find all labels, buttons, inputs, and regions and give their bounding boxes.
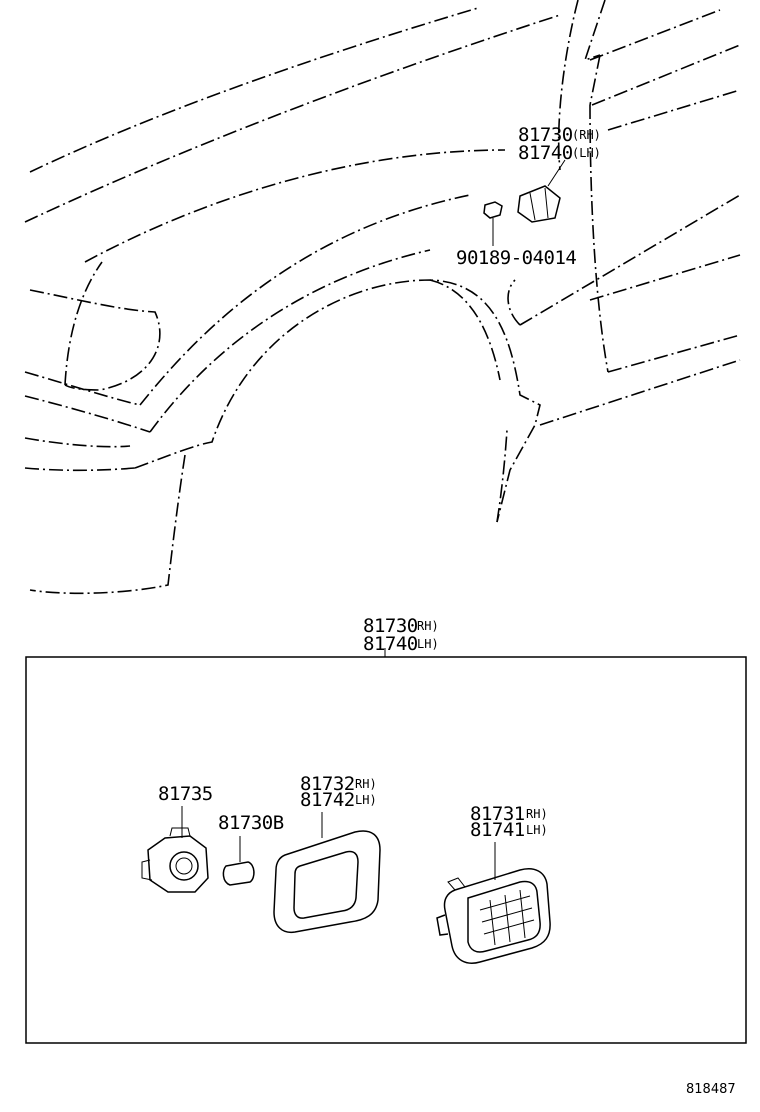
lens-lh-tag: LH) bbox=[526, 823, 548, 837]
detail-rh-tag: RH) bbox=[417, 619, 439, 633]
lamp-leader-line bbox=[547, 159, 566, 187]
fender-outline bbox=[24, 0, 741, 595]
socket-part-no: 81735 bbox=[158, 783, 213, 805]
installed-lamp bbox=[517, 185, 561, 223]
lens-part-no-rh: 81731 bbox=[470, 803, 525, 825]
lens-rh-tag: RH) bbox=[526, 807, 548, 821]
detail-part-no-rh: 81730 bbox=[363, 615, 418, 637]
lamp-lh-tag: (LH) bbox=[572, 146, 601, 160]
gasket-part-no-lh: 81742 bbox=[300, 789, 355, 811]
lamp-rh-tag: (RH) bbox=[572, 128, 601, 142]
bulb-part bbox=[222, 861, 255, 886]
lens-part-no-lh: 81741 bbox=[470, 819, 525, 841]
lamp-part-no-lh: 81740 bbox=[518, 142, 573, 164]
gasket-part-no-rh: 81732 bbox=[300, 773, 355, 795]
lens-part bbox=[436, 868, 551, 964]
lamp-part-no-rh: 81730 bbox=[518, 124, 573, 146]
figure-number: 818487 bbox=[686, 1082, 736, 1097]
gasket-lh-tag: LH) bbox=[355, 793, 377, 807]
gasket-rh-tag: RH) bbox=[355, 777, 377, 791]
socket-part bbox=[141, 827, 209, 893]
detail-lh-tag: LH) bbox=[417, 637, 439, 651]
clip-part-no: 90189-04014 bbox=[456, 247, 576, 269]
bulb-part-no: 81730B bbox=[218, 812, 284, 834]
detail-box bbox=[25, 656, 747, 1044]
detail-part-no-lh: 81740 bbox=[363, 633, 418, 655]
clip-part bbox=[483, 201, 503, 219]
gasket-part bbox=[273, 830, 381, 934]
